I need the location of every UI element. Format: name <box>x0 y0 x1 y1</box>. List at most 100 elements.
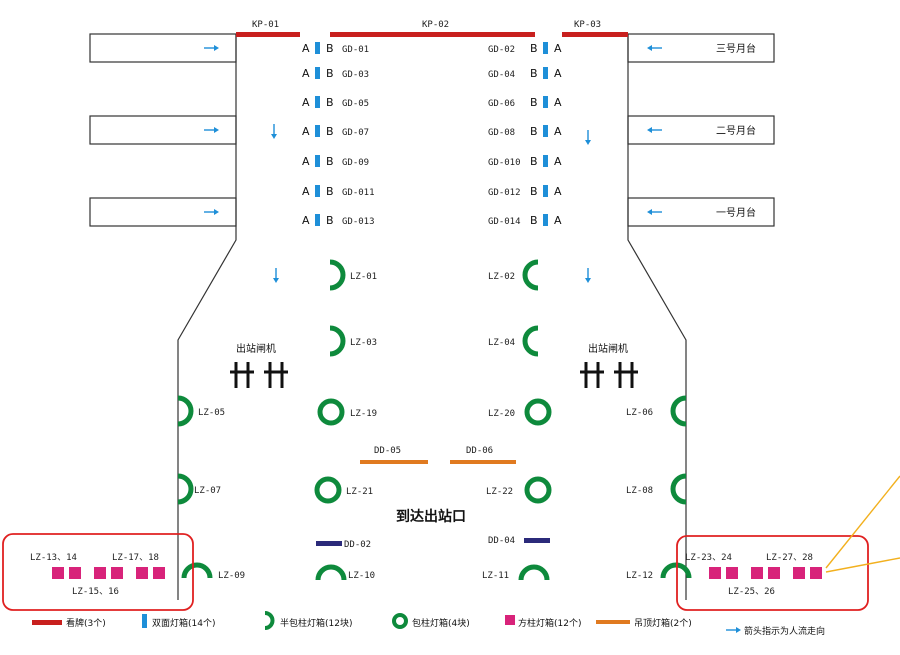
square-lightbox <box>69 567 81 579</box>
lz-label: LZ-01 <box>350 272 377 282</box>
ab-b: B <box>326 185 334 198</box>
ab-b: B <box>530 125 538 138</box>
square-pillar-right: LZ-23、24 LZ-27、28 LZ-25、26 <box>676 535 869 611</box>
ab-b: B <box>530 214 538 227</box>
square-lightbox <box>136 567 148 579</box>
dd-label: DD-05 <box>374 446 401 456</box>
lz-label: LZ-25、26 <box>728 587 775 597</box>
half-pillars: LZ-01 LZ-02 LZ-03 LZ-04 LZ-05 LZ-06 LZ-0… <box>177 259 692 581</box>
station-outline <box>89 33 775 600</box>
gate-icon <box>230 362 288 388</box>
arrow-left-icon <box>647 209 662 215</box>
ab-b: B <box>530 155 538 168</box>
half-pillar-lightbox <box>177 473 194 505</box>
double-lightbox <box>543 67 548 79</box>
lz-label: LZ-22 <box>486 487 513 497</box>
lz-label: LZ-23、24 <box>685 553 732 563</box>
arrow-down-icon <box>585 130 591 145</box>
ab-a: A <box>554 155 562 168</box>
legend-board-swatch <box>32 620 62 625</box>
arrow-right-icon <box>204 127 219 133</box>
half-pillar-lightbox <box>329 259 346 291</box>
legend-full-pillar-swatch <box>392 613 408 629</box>
kp-label: KP-02 <box>422 20 449 30</box>
gd-label: GD-04 <box>488 70 515 80</box>
lz-label: LZ-07 <box>194 486 221 496</box>
gd-label: GD-07 <box>342 128 369 138</box>
double-lightbox <box>543 96 548 108</box>
lz-label: LZ-17、18 <box>112 553 159 563</box>
ab-b: B <box>326 42 334 55</box>
gd-label: GD-01 <box>342 45 369 55</box>
square-lightbox <box>111 567 123 579</box>
lz-label: LZ-15、16 <box>72 587 119 597</box>
double-lightbox <box>315 155 320 167</box>
ab-b: B <box>326 155 334 168</box>
ab-a: A <box>302 214 310 227</box>
lz-label: LZ-19 <box>350 409 377 419</box>
double-lightbox <box>315 214 320 226</box>
half-pillar-lightbox <box>522 259 539 291</box>
legend-ceiling-swatch <box>596 620 630 624</box>
half-pillar-lightbox <box>177 395 194 427</box>
dd-label: DD-02 <box>344 540 371 550</box>
dd-label: DD-06 <box>466 446 493 456</box>
half-pillar-lightbox <box>670 395 687 427</box>
gd-label: GD-012 <box>488 188 521 198</box>
dark-lightbox <box>316 541 342 546</box>
platform-label: 一号月台 <box>716 206 756 219</box>
gd-label: GD-09 <box>342 158 369 168</box>
full-pillars: LZ-19 LZ-20 LZ-21 LZ-22 <box>314 398 552 504</box>
ab-b: B <box>530 185 538 198</box>
square-lightbox <box>726 567 738 579</box>
half-pillar-lightbox <box>522 325 539 357</box>
gd-label: GD-011 <box>342 188 375 198</box>
full-pillar-lightbox <box>314 476 342 504</box>
kp-boards: KP-01 KP-02 KP-03 <box>236 20 628 37</box>
legend-label: 吊顶灯箱(2个) <box>634 617 692 629</box>
double-lightbox <box>315 185 320 197</box>
legend-label: 半包柱灯箱(12块) <box>280 617 352 629</box>
lz-label: LZ-05 <box>198 408 225 418</box>
ab-b: B <box>530 67 538 80</box>
arrow-down-icon <box>585 268 591 283</box>
arrow-right-icon <box>204 209 219 215</box>
full-pillar-lightbox <box>524 476 552 504</box>
ab-a: A <box>302 96 310 109</box>
lz-label: LZ-09 <box>218 571 245 581</box>
legend-label: 箭头指示为人流走向 <box>744 625 825 637</box>
ab-a: A <box>302 125 310 138</box>
ab-b: B <box>530 96 538 109</box>
double-lightbox <box>543 155 548 167</box>
ab-b: B <box>326 67 334 80</box>
ab-a: A <box>302 42 310 55</box>
callout-box <box>676 535 869 611</box>
arrow-left-icon <box>647 127 662 133</box>
ab-a: A <box>302 185 310 198</box>
ab-a: A <box>554 67 562 80</box>
dark-lightbox <box>524 538 550 543</box>
double-lightbox <box>315 96 320 108</box>
legend-label: 方柱灯箱(12个) <box>518 617 581 629</box>
kp-board <box>236 32 300 37</box>
lz-label: LZ-02 <box>488 272 515 282</box>
lz-label: LZ-10 <box>348 571 375 581</box>
half-pillar-lightbox <box>315 564 347 581</box>
legend-double-swatch <box>142 614 147 628</box>
square-lightbox <box>793 567 805 579</box>
ab-a: A <box>554 125 562 138</box>
ab-b: B <box>326 125 334 138</box>
ab-a: A <box>554 185 562 198</box>
legend-label: 看牌(3个) <box>66 617 106 629</box>
ab-a: A <box>302 155 310 168</box>
ab-b: B <box>530 42 538 55</box>
gd-label: GD-02 <box>488 45 515 55</box>
legend-label: 包柱灯箱(4块) <box>412 617 470 629</box>
double-lightbox <box>315 42 320 54</box>
full-pillar-lightbox <box>524 398 552 426</box>
gate-label: 出站闸机 <box>588 342 628 355</box>
gd-label: GD-06 <box>488 99 515 109</box>
kp-label: KP-03 <box>574 20 601 30</box>
